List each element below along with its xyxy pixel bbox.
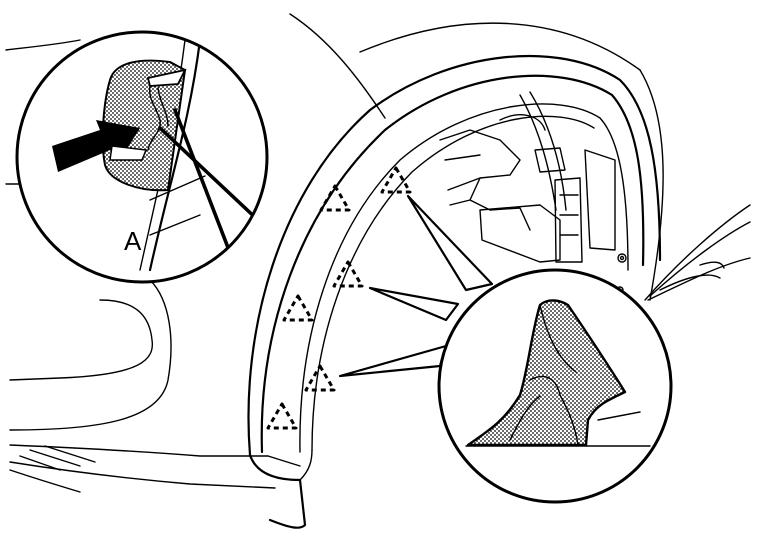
detail-callout-left [15, 30, 269, 284]
clip-marker-6 [266, 402, 298, 430]
callout-label-a: A [124, 226, 142, 256]
clip-marker-4 [282, 294, 314, 322]
clip-markers [266, 166, 412, 430]
clip-marker-1 [319, 184, 351, 212]
detail-callout-right [437, 268, 673, 504]
clip-marker-5 [304, 364, 336, 392]
callout-leaders [338, 194, 494, 378]
bumper-strips [644, 204, 751, 301]
vehicle-body-lines [5, 13, 664, 493]
clip-marker-2 [380, 166, 412, 194]
wheel-arch [247, 54, 662, 529]
clip-marker-3 [332, 260, 364, 288]
